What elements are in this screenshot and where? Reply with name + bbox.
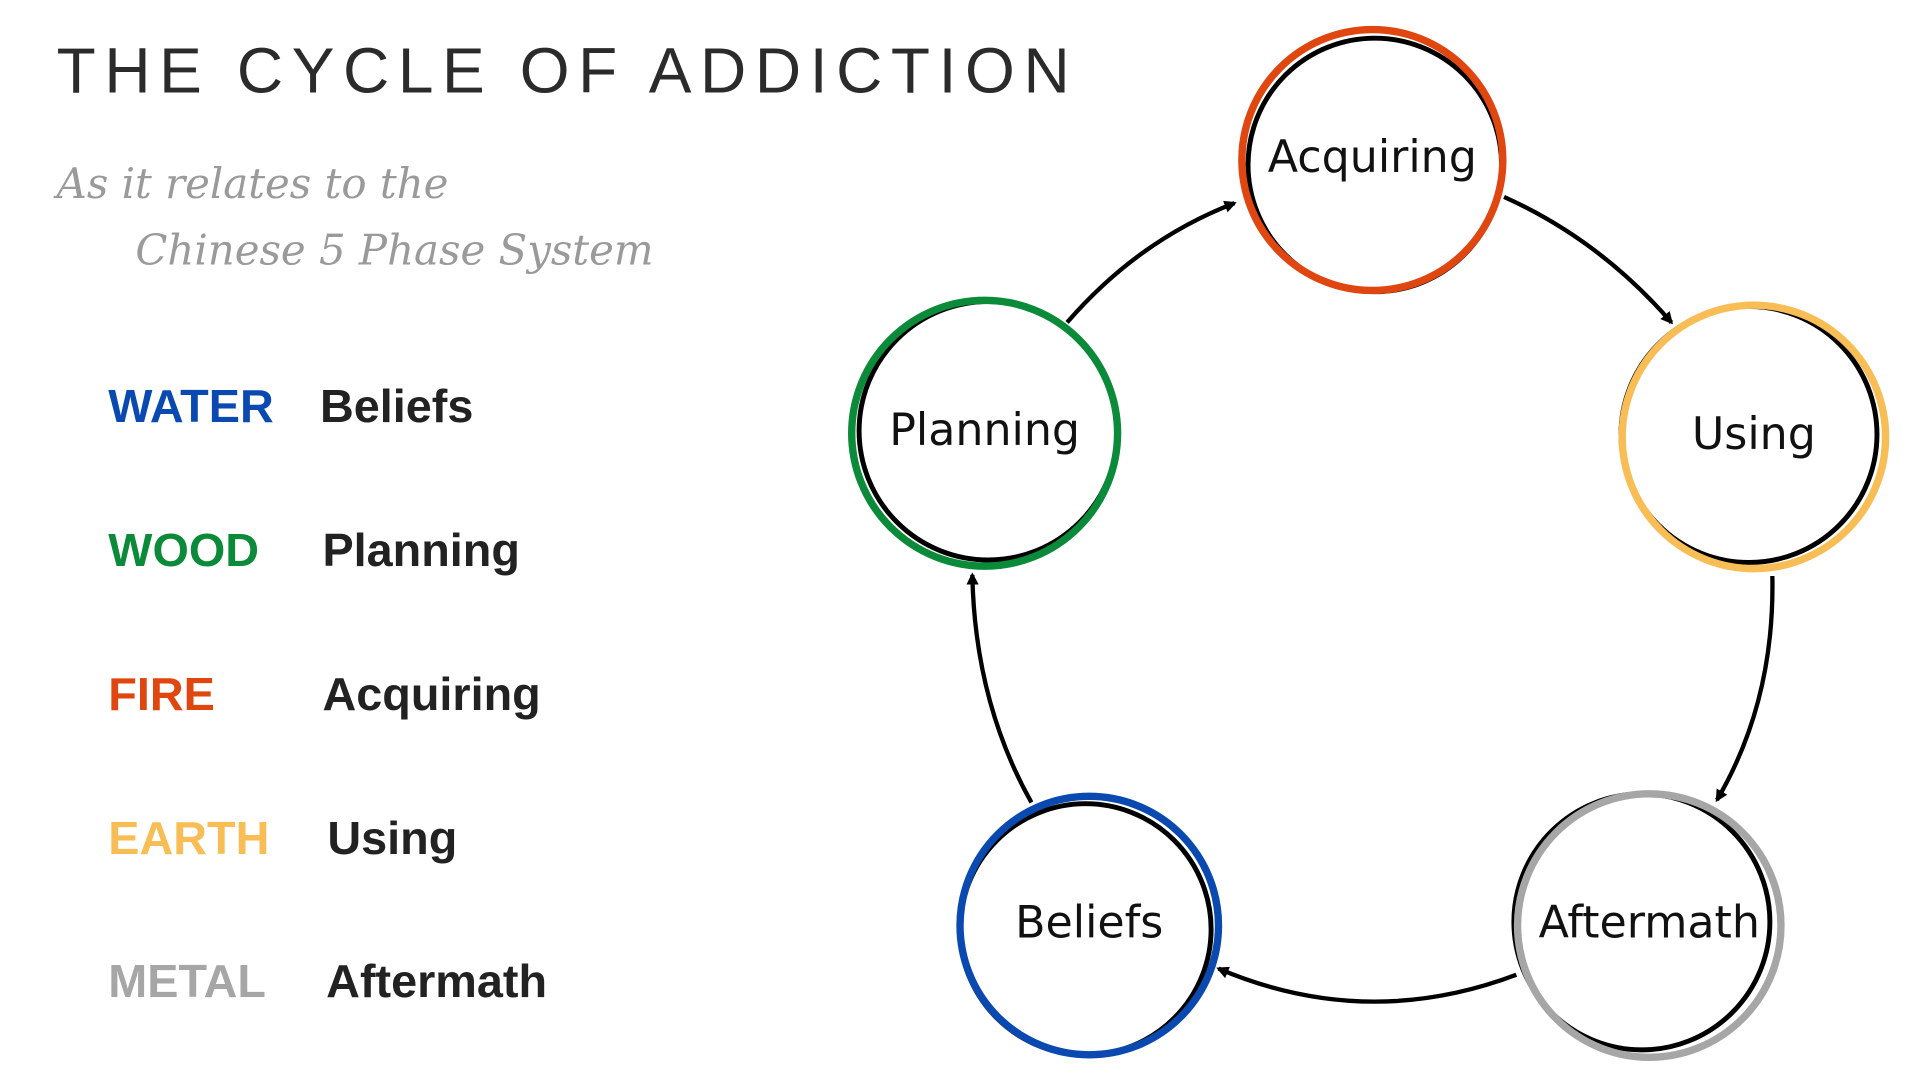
arrow-using-to-aftermath <box>1715 575 1775 803</box>
legend-phase-acquiring: Acquiring <box>322 669 541 722</box>
node-label: Beliefs <box>1015 898 1163 949</box>
subtitle-line-1: As it relates to the <box>56 160 449 210</box>
node-beliefs: Beliefs <box>956 792 1223 1059</box>
legend-element-water: WATER <box>108 381 274 434</box>
node-ring <box>1238 25 1507 295</box>
node-planning: Planning <box>848 296 1122 570</box>
legend-phase-planning: Planning <box>322 525 520 578</box>
legend-phase-aftermath: Aftermath <box>326 956 548 1009</box>
arrow-beliefs-to-planning <box>966 572 1034 804</box>
arrow-aftermath-to-beliefs <box>1216 966 1518 1004</box>
node-ring <box>1618 301 1890 573</box>
node-acquiring: Acquiring <box>1238 25 1507 295</box>
page-title: THE CYCLE OF ADDICTION <box>56 35 1079 108</box>
node-ring <box>956 792 1223 1059</box>
legend-phase-using: Using <box>327 813 458 866</box>
legend-element-fire: FIRE <box>108 669 215 722</box>
legend-element-metal: METAL <box>108 956 266 1009</box>
legend-element-earth: EARTH <box>108 813 270 866</box>
arrow-planning-to-acquiring <box>1065 200 1237 324</box>
legend-element-wood: WOOD <box>108 525 260 578</box>
node-label: Acquiring <box>1268 132 1477 183</box>
node-aftermath: Aftermath <box>1511 790 1785 1061</box>
subtitle-line-2: Chinese 5 Phase System <box>135 226 654 276</box>
node-label: Aftermath <box>1539 898 1760 949</box>
node-using: Using <box>1618 301 1890 573</box>
node-ring <box>1513 790 1785 1061</box>
node-label: Using <box>1692 409 1816 460</box>
node-label: Planning <box>889 405 1080 456</box>
arrow-acquiring-to-using <box>1503 194 1674 325</box>
legend-phase-beliefs: Beliefs <box>320 381 474 434</box>
node-ring <box>848 296 1122 570</box>
